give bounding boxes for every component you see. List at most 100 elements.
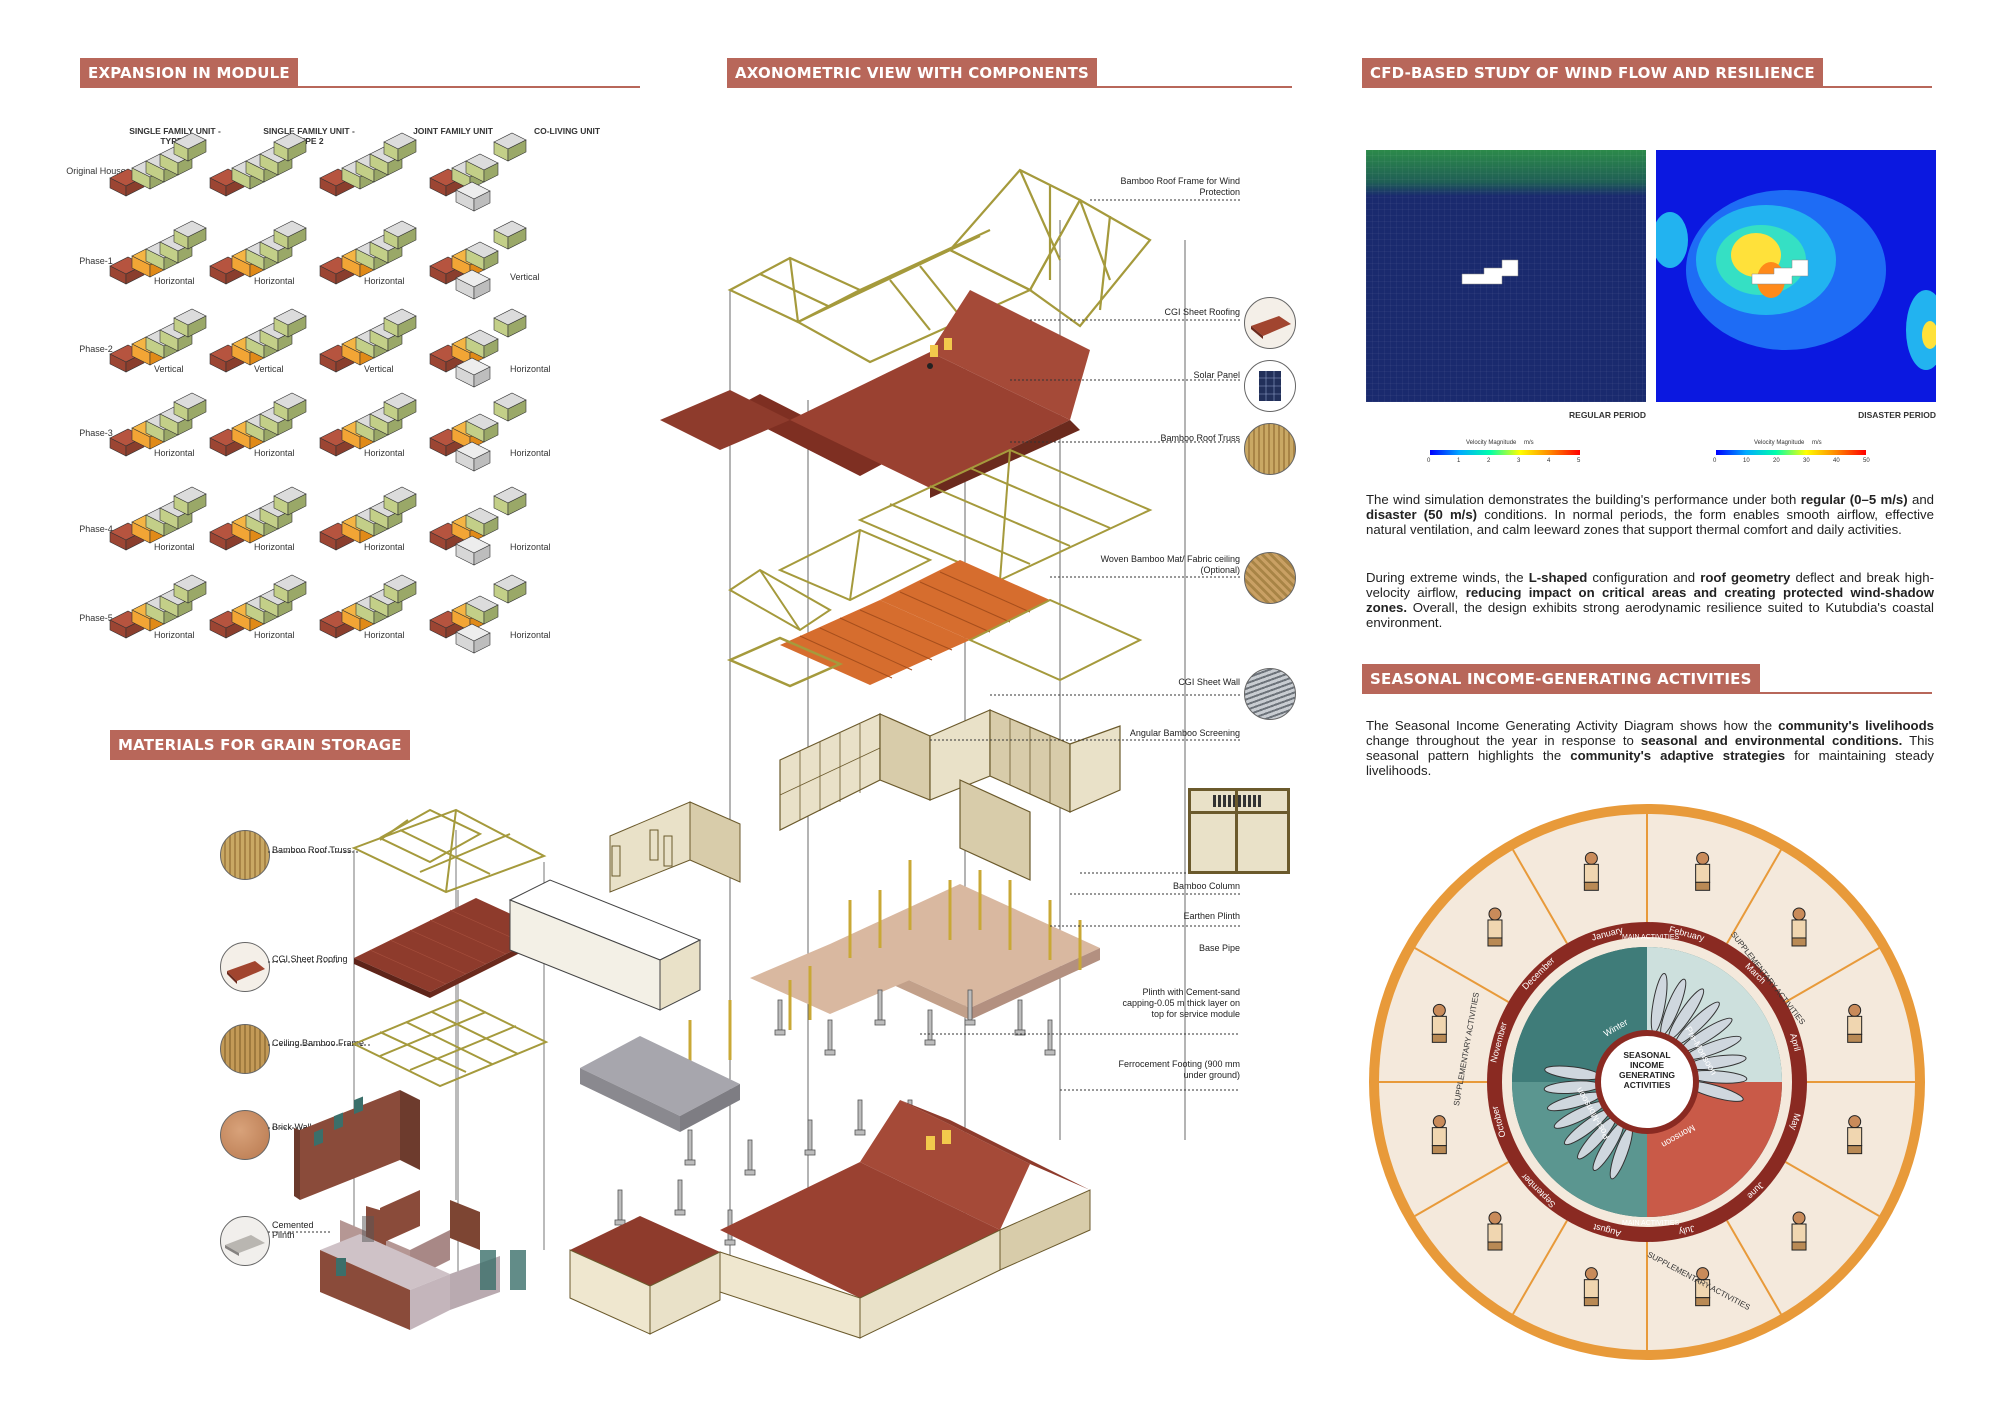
cfd-paragraph-1: The wind simulation demonstrates the bui… (1366, 492, 1934, 537)
axo-label: Bamboo Column (1172, 881, 1240, 891)
text-run: This seasonal pattern highlights the (1366, 733, 1934, 763)
month-divider (1414, 947, 1509, 1003)
activity-figure (1847, 1115, 1863, 1155)
cfd-disaster-title: DISASTER PERIOD (1858, 410, 1936, 420)
footing-base (964, 1019, 976, 1026)
axo-label: CGI Sheet Roofing (1164, 307, 1240, 317)
screen-frame-rail (1191, 811, 1287, 814)
legend-tick: 40 (1833, 458, 1840, 464)
footing-base (854, 1129, 866, 1136)
axo-label: Ferrocement Footing (900 mm under ground… (1118, 1059, 1240, 1080)
month-divider (1785, 1161, 1880, 1217)
activity-figure (1431, 1115, 1447, 1155)
cfd-regular-high-zone (1366, 150, 1646, 196)
expansion-module (209, 132, 307, 197)
expansion-module (319, 220, 417, 285)
phase-caption: Horizontal (510, 542, 551, 552)
phase-caption: Vertical (364, 364, 394, 374)
activity-figure (1583, 851, 1599, 891)
month-divider (1785, 947, 1880, 1003)
material-label: Ceiling Bamboo Frame (272, 1038, 365, 1048)
text-run-bold: community's adaptive strategies (1570, 748, 1786, 763)
expansion-module (109, 220, 207, 285)
legend-tick: 0 (1427, 458, 1431, 464)
ferrocement-footing (617, 1189, 623, 1221)
text-run-bold: L-shaped (1528, 570, 1588, 585)
month-divider (1414, 1161, 1509, 1217)
text-run-bold: reducing impact on critical areas and cr… (1366, 585, 1934, 615)
material-swatch-cgi-wall (1244, 668, 1296, 720)
text-run: The Seasonal Income Generating Activity … (1366, 718, 1779, 733)
expansion-module (319, 132, 417, 197)
axo-label: Woven Bamboo Mat/ Fabric ceiling (Option… (1100, 554, 1240, 575)
axo-label: Earthen Plinth (1183, 911, 1240, 921)
expansion-module (429, 132, 527, 212)
phase-caption: Horizontal (254, 542, 295, 552)
phase-caption: Vertical (254, 364, 284, 374)
expansion-module (429, 308, 527, 388)
main-activities-label: MAIN ACTIVITIES (1622, 934, 1680, 941)
ferrocement-footing (877, 989, 883, 1021)
text-run: deflect and break high-velocity airflow, (1366, 570, 1934, 600)
text-run-bold: roof geometry (1700, 570, 1791, 585)
row-label: Phase-5 (79, 613, 113, 623)
row-label: Phase-3 (79, 428, 113, 438)
row-label: Phase-4 (79, 524, 113, 534)
phase-caption: Horizontal (364, 630, 405, 640)
phase-caption: Vertical (154, 364, 184, 374)
legend-unit: m/s (1524, 440, 1534, 446)
month-divider (1726, 1220, 1782, 1315)
activity-figure (1431, 1003, 1447, 1043)
expansion-modules-diagram (109, 132, 527, 654)
main-activities-label: MAIN ACTIVITIES (1622, 1220, 1680, 1227)
activity-figure (1487, 1211, 1503, 1251)
expansion-module (319, 308, 417, 373)
legend-tick: 20 (1773, 458, 1780, 464)
expansion-header: EXPANSION IN MODULE (80, 58, 298, 88)
phase-caption: Horizontal (510, 448, 551, 458)
row-label: Phase-2 (79, 344, 113, 354)
cfd-header: CFD-BASED STUDY OF WIND FLOW AND RESILIE… (1362, 58, 1823, 88)
text-run-bold: seasonal and environmental conditions. (1640, 733, 1903, 748)
material-swatch-woven-mat (1244, 552, 1296, 604)
expansion-module (109, 574, 207, 639)
phase-caption: Horizontal (254, 630, 295, 640)
seasonal-paragraph: The Seasonal Income Generating Activity … (1366, 718, 1934, 778)
cfd-regular-plot (1366, 150, 1646, 402)
legend-tick: 50 (1863, 458, 1870, 464)
footing-base (674, 1209, 686, 1216)
footing-base (614, 1219, 626, 1226)
legend-colorbar (1716, 450, 1866, 455)
material-label: Cemented Plinth (272, 1220, 314, 1240)
footing-base (684, 1159, 696, 1166)
footing-base (874, 1019, 886, 1026)
material-swatch-cgi-roofing (220, 942, 270, 992)
ferrocement-footing (687, 1129, 693, 1161)
expansion-module (109, 132, 207, 197)
legend-tick: 5 (1577, 458, 1581, 464)
expansion-module (319, 392, 417, 457)
axo-label: Bamboo Roof Frame for Wind Protection (1120, 176, 1240, 197)
expansion-module (429, 220, 527, 300)
material-label: Bamboo Roof Truss (272, 845, 352, 855)
text-run: Overall, the design exhibits strong aero… (1366, 600, 1934, 630)
footing-base (1044, 1049, 1056, 1056)
text-run: for maintaining steady livelihoods. (1366, 748, 1934, 778)
axo-label: Bamboo Roof Truss (1160, 433, 1240, 443)
material-label: Brick Wall (272, 1122, 312, 1132)
expansion-module (109, 392, 207, 457)
legend-tick: 10 (1743, 458, 1750, 464)
axo-label: Solar Panel (1193, 370, 1240, 380)
footing-base (1014, 1029, 1026, 1036)
footing-base (744, 1169, 756, 1176)
column-label: JOINT FAMILY UNIT (413, 126, 493, 136)
month-divider (1512, 849, 1568, 944)
phase-caption: Horizontal (254, 448, 295, 458)
expansion-module (429, 574, 527, 654)
column-label: CO-LIVING UNIT (533, 126, 601, 136)
phase-caption: Horizontal (364, 542, 405, 552)
text-run: configuration and (1587, 570, 1701, 585)
phase-caption: Horizontal (510, 630, 551, 640)
material-swatch-cemented-plinth (220, 1216, 270, 1266)
